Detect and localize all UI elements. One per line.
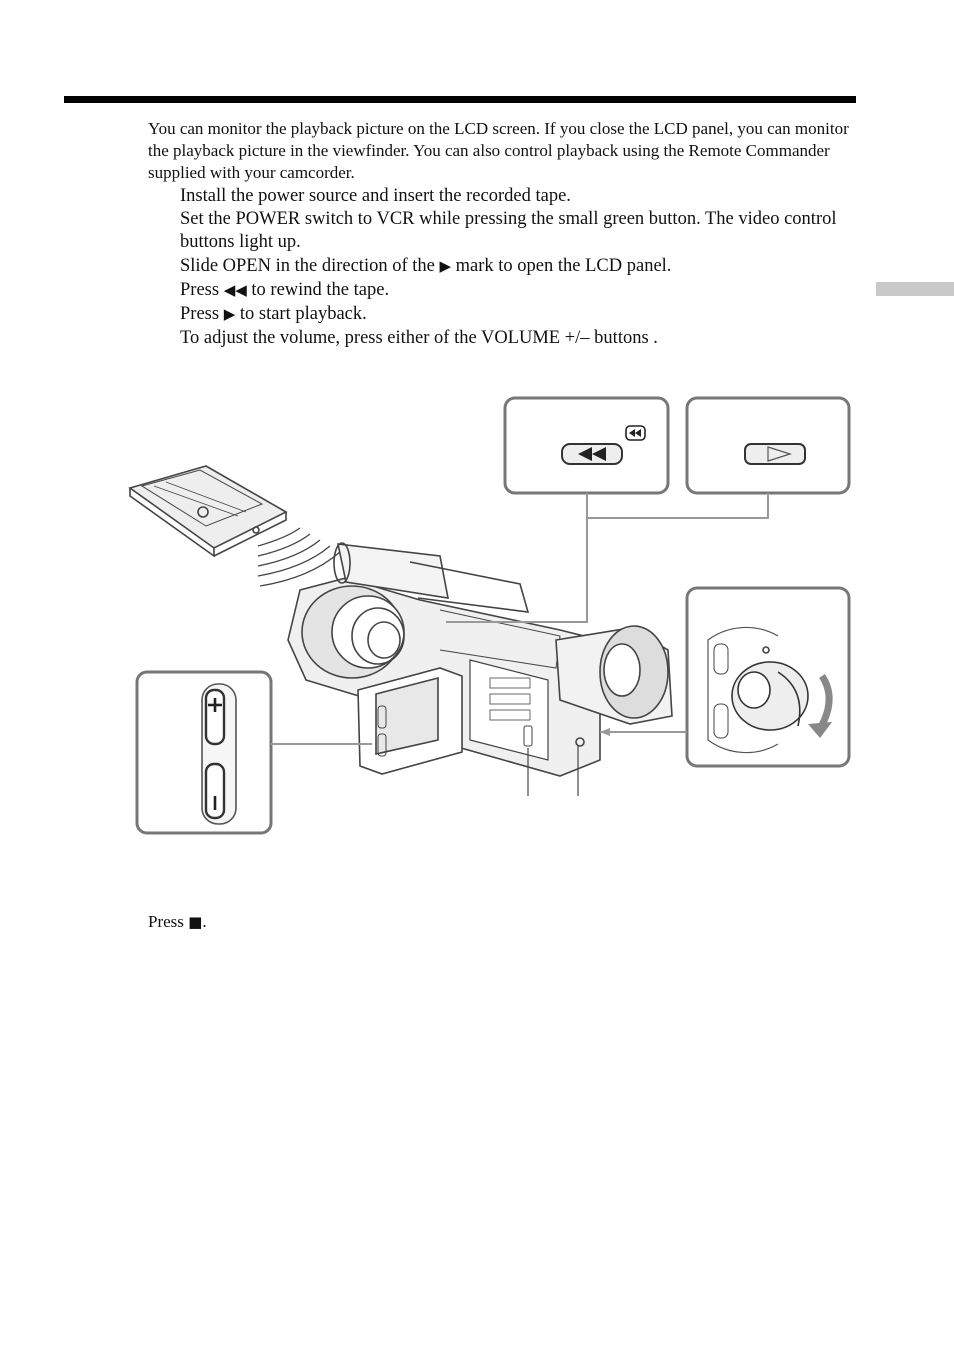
rewind-callout [503,396,670,495]
step-2: Set the POWER switch to VCR while pressi… [180,209,837,252]
remote-commander-icon [128,465,288,558]
volume-callout [135,670,372,835]
step-4: Press ◀◀ to rewind the tape. [180,280,390,300]
step-6: To adjust the volume, press either of th… [180,328,658,348]
play-callout [685,396,851,495]
stop-note: Press ■. [148,912,207,931]
signal-waves-icon [257,527,341,587]
power-switch-callout [600,586,851,768]
play-icon: ▶ [223,305,236,323]
play-mark-icon: ▶ [439,257,452,275]
rewind-icon: ◀◀ [223,281,247,299]
header-rule [64,96,856,103]
section-tab [876,282,954,296]
camcorder-icon [287,542,673,796]
intro-paragraph: You can monitor the playback picture on … [148,119,849,182]
playback-illustration [128,396,851,835]
step-1: Install the power source and insert the … [180,186,571,206]
step-5: Press ▶ to start playback. [180,304,367,324]
stop-icon: ■ [188,913,203,931]
step-list: Install the power source and insert the … [180,184,860,350]
step-3: Slide OPEN in the direction of the ▶ mar… [180,256,672,276]
